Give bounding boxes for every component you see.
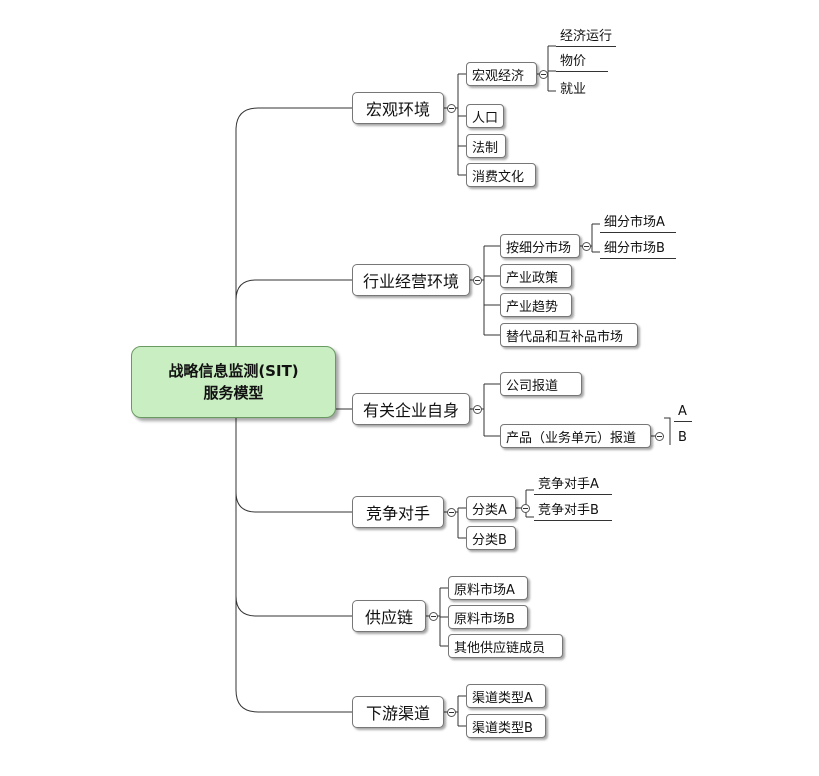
node-label: 产业趋势 [506,299,559,315]
node-product-news[interactable]: 产品（业务单元）报道 [500,424,651,448]
collapse-toggle-icon[interactable] [539,70,548,79]
root-node[interactable]: 战略信息监测(SIT) 服务模型 [131,346,336,418]
leaf-employment[interactable]: 就业 [560,82,587,97]
node-substitutes-complements[interactable]: 替代品和互补品市场 [500,323,638,347]
collapse-toggle-icon[interactable] [447,104,456,113]
node-label: 分类B [472,532,507,548]
node-label: 渠道类型A [472,690,533,706]
leaf-segment-b[interactable]: 细分市场B [600,240,676,259]
branch-competitors[interactable]: 竞争对手 [352,496,444,528]
node-label: 产品（业务单元）报道 [506,430,637,446]
branch-downstream-channels[interactable]: 下游渠道 [352,696,444,728]
collapse-toggle-icon[interactable] [447,708,456,717]
node-label: 消费文化 [472,169,525,185]
branch-label: 下游渠道 [365,704,430,723]
leaf-competitor-a[interactable]: 竞争对手A [534,476,612,495]
root-title-line1: 战略信息监测(SIT) [168,362,299,380]
node-label: 分类A [472,502,507,518]
collapse-toggle-icon[interactable] [655,432,664,441]
node-category-a[interactable]: 分类A [466,496,516,520]
node-legal-system[interactable]: 法制 [466,134,506,158]
node-label: 原料市场B [454,611,515,627]
collapse-toggle-icon[interactable] [447,508,456,517]
node-category-b[interactable]: 分类B [466,526,516,550]
branch-label: 有关企业自身 [362,401,459,420]
root-title-line2: 服务模型 [203,384,264,402]
leaf-economic-operation[interactable]: 经济运行 [556,28,616,47]
collapse-toggle-icon[interactable] [521,504,530,513]
branch-label: 竞争对手 [365,504,430,523]
collapse-toggle-icon[interactable] [473,405,482,414]
node-raw-material-a[interactable]: 原料市场A [448,576,528,600]
node-raw-material-b[interactable]: 原料市场B [448,605,528,629]
branch-industry-environment[interactable]: 行业经营环境 [352,264,470,296]
node-label: 公司报道 [506,378,559,394]
node-label: 法制 [472,140,499,156]
branch-company-itself[interactable]: 有关企业自身 [352,393,470,425]
node-industry-policy[interactable]: 产业政策 [500,264,572,288]
collapse-toggle-icon[interactable] [429,612,438,621]
node-channel-type-a[interactable]: 渠道类型A [466,684,546,708]
node-population[interactable]: 人口 [466,104,504,128]
leaf-segment-a[interactable]: 细分市场A [600,214,676,233]
node-by-segment[interactable]: 按细分市场 [500,234,580,258]
node-macro-economy[interactable]: 宏观经济 [466,62,537,86]
node-company-news[interactable]: 公司报道 [500,372,582,396]
node-label: 替代品和互补品市场 [506,329,624,345]
branch-label: 宏观环境 [365,100,430,119]
leaf-b[interactable]: B [678,430,687,445]
node-channel-type-b[interactable]: 渠道类型B [466,714,546,738]
leaf-price[interactable]: 物价 [556,53,608,72]
collapse-toggle-icon[interactable] [473,276,482,285]
branch-macro-environment[interactable]: 宏观环境 [352,92,444,124]
node-industry-trend[interactable]: 产业趋势 [500,293,572,317]
node-label: 原料市场A [454,582,515,598]
node-label: 按细分市场 [506,240,572,256]
node-label: 渠道类型B [472,720,533,736]
node-consumer-culture[interactable]: 消费文化 [466,163,536,187]
node-label: 其他供应链成员 [454,640,546,656]
branch-label: 供应链 [364,608,413,627]
node-other-supply-members[interactable]: 其他供应链成员 [448,634,563,658]
branch-label: 行业经营环境 [362,272,459,291]
leaf-a[interactable]: A [674,403,692,422]
node-label: 产业政策 [506,270,559,286]
node-label: 人口 [472,110,499,126]
collapse-toggle-icon[interactable] [582,242,591,251]
node-label: 宏观经济 [472,68,525,84]
leaf-competitor-b[interactable]: 竞争对手B [534,502,612,521]
branch-supply-chain[interactable]: 供应链 [352,600,426,632]
